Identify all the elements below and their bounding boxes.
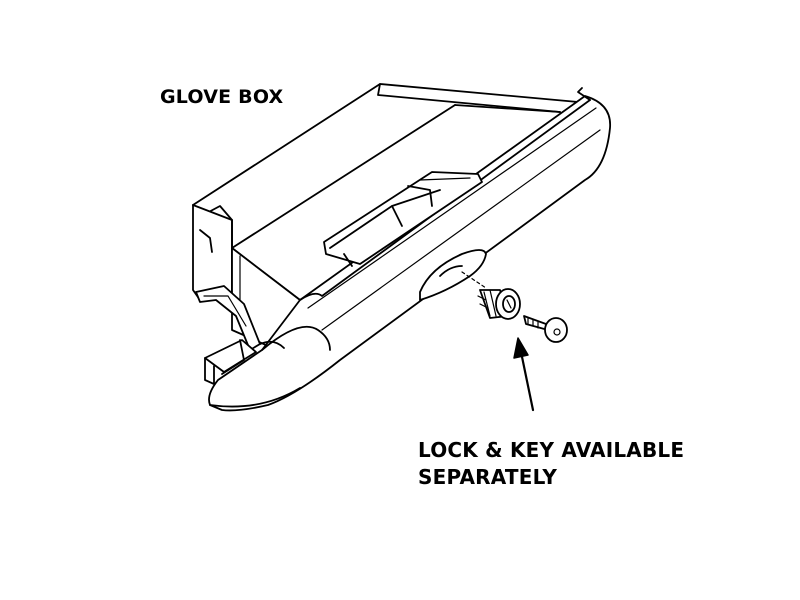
arrow-icon [513, 337, 535, 412]
glove-box [192, 83, 611, 412]
lock-cylinder [461, 271, 521, 320]
diagram-title: GLOVE BOX [160, 86, 284, 108]
key [523, 315, 568, 343]
note-line-1: LOCK & KEY AVAILABLE [418, 438, 685, 462]
note-line-2: SEPARATELY [418, 465, 558, 489]
